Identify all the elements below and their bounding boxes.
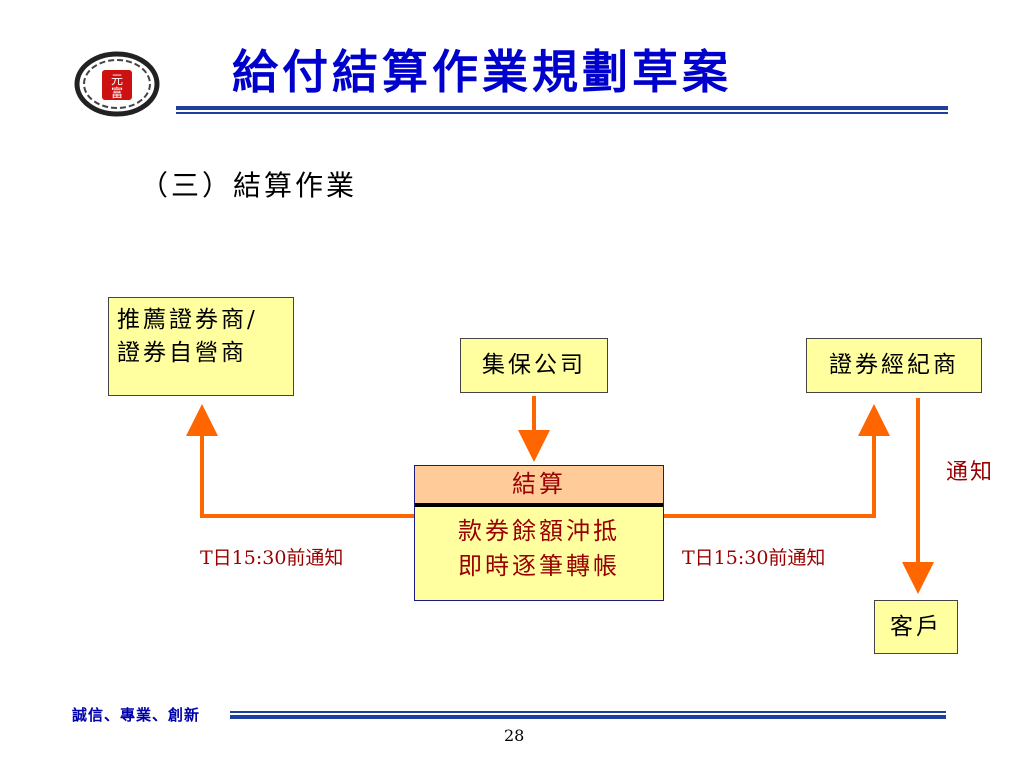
label-notify: 通知 <box>946 460 995 485</box>
node-settlement-line1: 款券餘額沖抵 <box>458 517 620 545</box>
node-broker: 證券經紀商 <box>806 338 982 393</box>
node-dealer-line2: 證券自營商 <box>117 340 247 367</box>
label-right-notice: T日15:30前通知 <box>682 547 826 569</box>
arrow-settlement-to-dealer <box>186 404 414 518</box>
node-dealer: 推薦證券商/ 證券自營商 <box>108 297 294 396</box>
title-divider <box>176 106 948 114</box>
logo-text-bottom: 富 <box>111 85 123 100</box>
page-title: 給付結算作業規劃草案 <box>232 45 732 99</box>
page-number: 28 <box>504 726 525 745</box>
footer-slogan: 誠信、專業、創新 <box>72 706 201 724</box>
node-client: 客戶 <box>874 600 958 654</box>
company-logo: 元 富 <box>74 51 160 117</box>
node-dealer-line1: 推薦證券商/ <box>117 307 258 333</box>
section-subtitle: （三）結算作業 <box>140 169 358 202</box>
node-settlement: 結算 款券餘額沖抵 即時逐筆轉帳 <box>414 465 664 601</box>
node-tdcc: 集保公司 <box>460 338 608 393</box>
node-settlement-title: 結算 <box>415 466 663 507</box>
label-left-notice: T日15:30前通知 <box>200 547 344 569</box>
arrow-settlement-to-broker <box>664 404 890 518</box>
node-settlement-line2: 即時逐筆轉帳 <box>458 551 620 580</box>
footer-divider <box>230 711 946 719</box>
node-settlement-body: 款券餘額沖抵 即時逐筆轉帳 <box>415 510 663 584</box>
logo-text-top: 元 <box>111 73 123 87</box>
